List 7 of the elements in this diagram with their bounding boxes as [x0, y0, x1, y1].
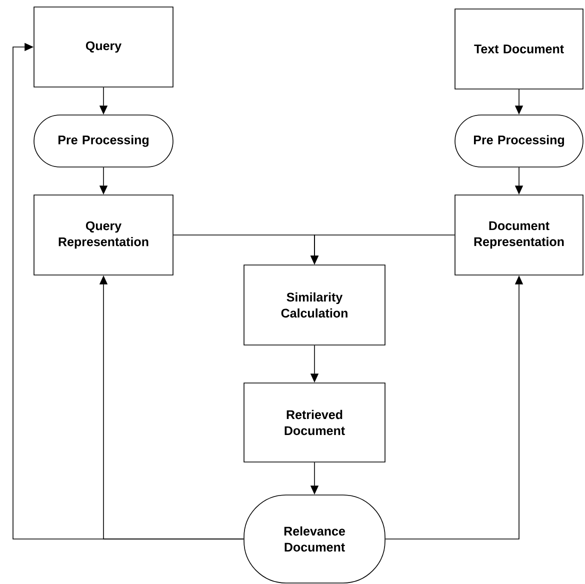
process-box: Retrieved Document [244, 382, 386, 462]
process-box: Query Representation [34, 194, 174, 276]
process-box: Query [34, 6, 174, 88]
process-box: Text Document [454, 8, 584, 90]
process-box: Similarity Calculation [244, 264, 386, 346]
process-box: Document Representation [454, 194, 584, 276]
arrow [12, 42, 244, 540]
